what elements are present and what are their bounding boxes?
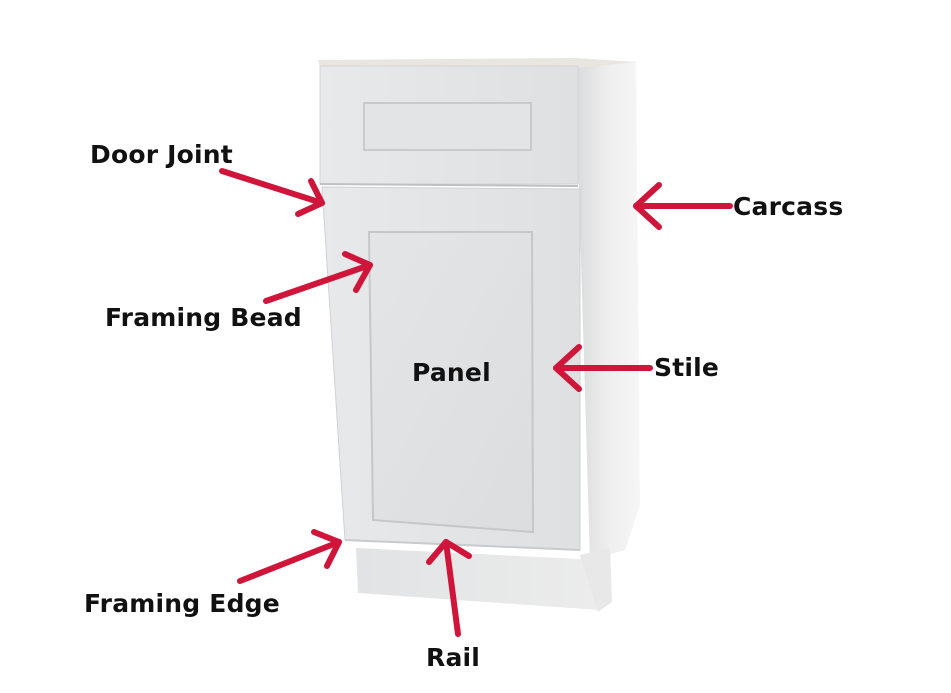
framing-bead-arrow <box>263 251 373 304</box>
door <box>321 186 581 551</box>
label-door-joint: Door Joint <box>90 140 233 169</box>
rail-arrow <box>426 539 472 637</box>
label-carcass: Carcass <box>733 192 844 221</box>
label-panel: Panel <box>412 358 491 387</box>
framing-edge-arrow <box>237 529 342 584</box>
label-framing-edge: Framing Edge <box>84 589 280 618</box>
label-stile: Stile <box>654 353 720 382</box>
toe-kick <box>356 548 612 612</box>
drawer-front <box>319 65 579 187</box>
carcass-arrow <box>633 182 733 230</box>
door-joint-arrow <box>219 168 325 217</box>
stile-arrow <box>553 344 653 392</box>
label-rail: Rail <box>426 643 481 672</box>
arrows <box>219 168 733 637</box>
label-framing-bead: Framing Bead <box>105 303 302 332</box>
